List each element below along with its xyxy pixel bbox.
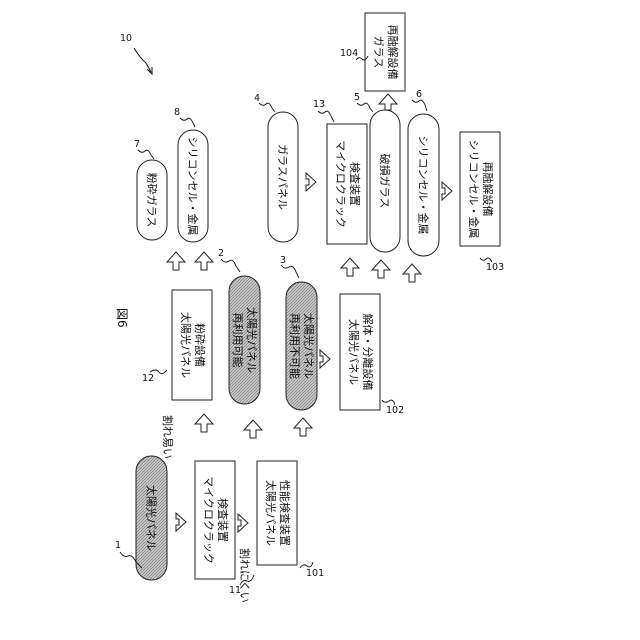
- arrow-silicon2-to-remelt: [442, 182, 452, 200]
- glass-panel-label: ガラスパネル: [276, 144, 289, 210]
- arrow-inspector1-to-crusher: [195, 414, 213, 432]
- dismantler-line1: 太陽光パネル: [347, 319, 361, 385]
- microcrack-inspector-2-line1: マイクロクラック: [334, 140, 347, 228]
- silicon-metal-2-label: シリコンセル・金属: [417, 136, 431, 235]
- arrow-crusher-to-crushed-glass: [167, 252, 185, 270]
- ref-104: 104: [340, 48, 358, 59]
- ref-7: 7: [134, 139, 140, 150]
- ref-5: 5: [354, 92, 360, 103]
- figure-title: 図6: [115, 308, 129, 328]
- ref-11: 11: [229, 585, 241, 596]
- silicon-remelt-line2: 再融解設備: [481, 162, 495, 217]
- ref-4: 4: [254, 93, 260, 104]
- broken-glass-label: 破損ガラス: [378, 154, 392, 209]
- arrow-solar-to-inspector: [176, 513, 186, 531]
- microcrack-inspector-1-line2: 検査装置: [216, 498, 230, 542]
- non-reusable-panel-line2: 太陽光パネル: [302, 313, 316, 379]
- arrow-dismantler-to-broken-glass: [372, 260, 390, 278]
- arrow-nonreusable-to-dismantler: [320, 350, 330, 368]
- leader-5: [357, 103, 373, 112]
- arrow-dismantler-to-silicon2: [403, 264, 421, 282]
- crusher-line2: 粉砕設備: [193, 323, 207, 367]
- ref-6: 6: [416, 89, 422, 100]
- ref-3: 3: [280, 255, 286, 266]
- performance-inspector-line1: 太陽光パネル: [264, 480, 278, 546]
- leader-7: [138, 150, 154, 159]
- crushed-glass-label: 粉砕ガラス: [145, 173, 159, 228]
- microcrack-inspector-2-line2: 検査装置: [348, 162, 362, 206]
- reusable-panel-line2: 太陽光パネル: [245, 307, 259, 373]
- ref-13: 13: [313, 99, 325, 110]
- arrow-performance-to-reusable: [244, 420, 262, 438]
- leader-3: [281, 265, 299, 278]
- ref-1: 1: [115, 540, 121, 551]
- arrow-inspector-to-performance: [238, 514, 248, 532]
- system-ref-arrow: [134, 48, 151, 72]
- crusher-line1: 太陽光パネル: [179, 312, 193, 378]
- dismantler-line2: 解体・分離設備: [361, 314, 375, 391]
- leader-13: [318, 111, 334, 122]
- silicon-metal-1-label: シリコンセル・金属: [186, 137, 200, 236]
- ref-101: 101: [306, 568, 324, 579]
- arrow-crusher-to-silicon1: [195, 252, 213, 270]
- glass-remelt-line2: 再融解設備: [386, 25, 400, 80]
- leader-8: [180, 118, 195, 127]
- ref-8: 8: [174, 107, 180, 118]
- ref-102: 102: [386, 405, 404, 416]
- microcrack-inspector-1-line1: マイクロクラック: [202, 476, 215, 564]
- arrow-performance-to-nonreusable: [294, 418, 312, 436]
- glass-remelt-line1: ガラス: [372, 36, 385, 69]
- leader-6: [412, 100, 427, 111]
- non-reusable-panel-line1: 再利用不可能: [288, 313, 302, 379]
- ref-2: 2: [218, 248, 224, 259]
- arrow-glasspanel-to-inspector2: [306, 173, 316, 191]
- ref-12: 12: [142, 373, 154, 384]
- easy-to-break-label: 割れ易い: [161, 415, 175, 459]
- leader-2: [221, 259, 240, 272]
- silicon-remelt-line1: シリコンセル・金属: [467, 140, 481, 239]
- arrow-broken-glass-to-remelt: [379, 94, 397, 110]
- leader-4: [259, 103, 275, 112]
- arrow-dismantler-to-inspector2: [341, 258, 359, 276]
- solar-panel-label: 太陽光パネル: [145, 485, 159, 551]
- ref-103: 103: [486, 262, 504, 273]
- performance-inspector-line2: 性能検査装置: [278, 480, 292, 546]
- reusable-panel-line1: 再利用可能: [231, 313, 245, 368]
- system-ref-arrowhead: [147, 67, 152, 74]
- system-ref: 10: [120, 33, 132, 44]
